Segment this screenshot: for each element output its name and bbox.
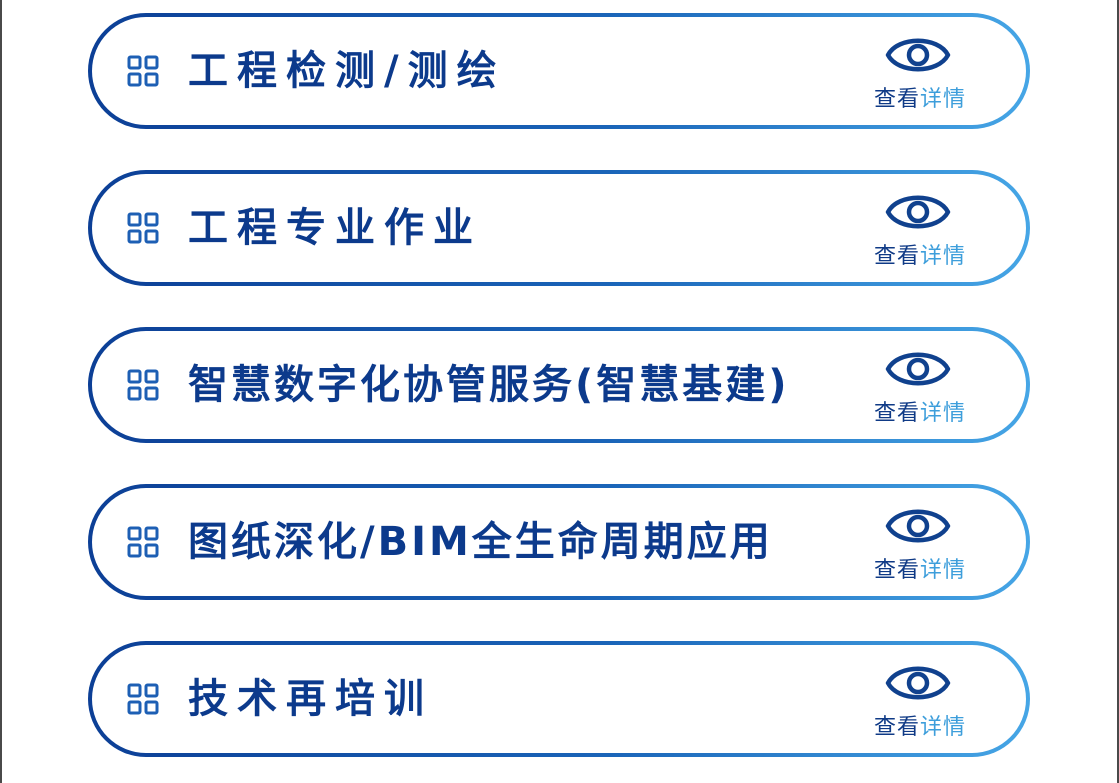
view-details-button[interactable]: 查看详情 bbox=[868, 345, 978, 431]
view-details-label: 查看详情 bbox=[873, 558, 967, 583]
right-border-line bbox=[1117, 0, 1119, 783]
eye-icon bbox=[885, 38, 951, 72]
service-item-body: 技术再培训 查看详情 bbox=[92, 645, 1026, 753]
grid-icon bbox=[127, 526, 159, 558]
service-item-body: 智慧数字化协管服务(智慧基建) 查看详情 bbox=[92, 331, 1026, 439]
service-title: 智慧数字化协管服务(智慧基建) bbox=[188, 362, 790, 408]
service-item-technical-retraining[interactable]: 技术再培训 查看详情 bbox=[88, 641, 1030, 757]
grid-icon bbox=[127, 369, 159, 401]
service-item-body: 工程专业作业 查看详情 bbox=[92, 174, 1026, 282]
service-item-engineering-testing[interactable]: 工程检测/测绘 查看详情 bbox=[88, 13, 1030, 129]
view-details-label: 查看详情 bbox=[873, 87, 967, 112]
eye-icon bbox=[885, 195, 951, 229]
view-details-button[interactable]: 查看详情 bbox=[868, 502, 978, 588]
eye-icon bbox=[885, 666, 951, 700]
grid-icon bbox=[127, 55, 159, 87]
view-details-button[interactable]: 查看详情 bbox=[868, 659, 978, 745]
service-title: 工程检测/测绘 bbox=[188, 48, 506, 94]
left-border-line bbox=[0, 0, 2, 783]
service-item-body: 图纸深化/BIM全生命周期应用 查看详情 bbox=[92, 488, 1026, 596]
service-title: 工程专业作业 bbox=[188, 205, 482, 251]
view-details-label: 查看详情 bbox=[873, 401, 967, 426]
view-details-button[interactable]: 查看详情 bbox=[868, 31, 978, 117]
eye-icon bbox=[885, 509, 951, 543]
view-details-button[interactable]: 查看详情 bbox=[868, 188, 978, 274]
service-item-smart-digital-services[interactable]: 智慧数字化协管服务(智慧基建) 查看详情 bbox=[88, 327, 1030, 443]
eye-icon bbox=[885, 352, 951, 386]
grid-icon bbox=[127, 683, 159, 715]
grid-icon bbox=[127, 212, 159, 244]
service-item-body: 工程检测/测绘 查看详情 bbox=[92, 17, 1026, 125]
service-title: 技术再培训 bbox=[188, 676, 433, 722]
service-item-engineering-work[interactable]: 工程专业作业 查看详情 bbox=[88, 170, 1030, 286]
service-item-drawing-bim[interactable]: 图纸深化/BIM全生命周期应用 查看详情 bbox=[88, 484, 1030, 600]
view-details-label: 查看详情 bbox=[873, 715, 967, 740]
view-details-label: 查看详情 bbox=[873, 244, 967, 269]
service-title: 图纸深化/BIM全生命周期应用 bbox=[188, 519, 773, 565]
